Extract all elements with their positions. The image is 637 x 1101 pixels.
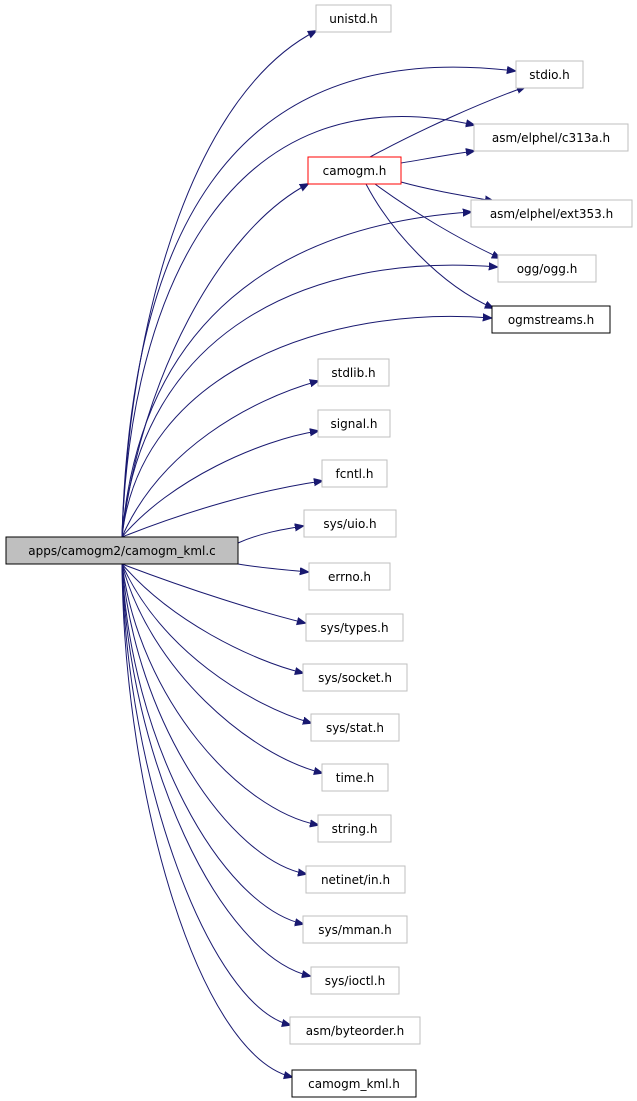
node-label-time: time.h [336,771,375,785]
node-label-systypes: sys/types.h [320,621,388,635]
node-sysioctl[interactable]: sys/ioctl.h [310,966,400,995]
node-label-stdio: stdio.h [529,68,569,82]
edge-camogm-ext353 [400,181,493,201]
edge-root-systypes [121,563,305,623]
node-label-sysuio: sys/uio.h [323,517,376,531]
edge-root-stdio [121,67,515,538]
node-syssocket[interactable]: sys/socket.h [302,663,408,692]
node-netinet[interactable]: netinet/in.h [305,865,406,894]
node-camogm[interactable]: camogm.h [307,156,402,185]
node-label-sysioctl: sys/ioctl.h [325,974,385,988]
node-signal[interactable]: signal.h [317,409,391,438]
node-sysstat[interactable]: sys/stat.h [310,713,400,742]
node-label-stdlib: stdlib.h [331,366,375,380]
node-label-netinet: netinet/in.h [321,873,390,887]
edges [121,31,525,1077]
edge-camogm-stdio [369,87,525,158]
edge-root-c313a [121,115,474,538]
edge-camogm-ogg [374,183,500,258]
edge-root-sysioctl [121,563,310,976]
node-stdlib[interactable]: stdlib.h [317,358,390,387]
node-label-camogmkml: camogm_kml.h [308,1077,400,1091]
edge-camogm-ogmstreams [365,183,493,308]
node-errno[interactable]: errno.h [308,562,391,591]
node-time[interactable]: time.h [321,763,389,792]
node-ogg[interactable]: ogg/ogg.h [497,254,597,283]
node-label-errno: errno.h [328,570,371,584]
node-root[interactable]: apps/camogm2/camogm_kml.c [5,536,239,565]
node-label-camogm: camogm.h [323,164,387,178]
edge-root-string [121,563,318,825]
edge-root-signal [121,431,318,538]
edge-root-time [121,563,322,773]
edge-root-sysstat [121,563,311,723]
node-camogmkml[interactable]: camogm_kml.h [291,1069,417,1098]
edge-root-camogmkml [121,563,292,1077]
node-label-byteorder: asm/byteorder.h [306,1024,404,1038]
node-label-ext353: asm/elphel/ext353.h [490,207,613,221]
node-c313a[interactable]: asm/elphel/c313a.h [473,123,629,152]
edge-root-unistd [121,31,316,538]
edge-root-byteorder [121,563,290,1025]
node-stdio[interactable]: stdio.h [515,60,584,89]
node-ogmstreams[interactable]: ogmstreams.h [491,305,611,334]
edge-root-camogm [121,184,308,538]
edge-root-ext353 [121,212,471,538]
edge-root-syssocket [121,563,303,673]
edge-root-ogg [121,265,497,538]
edge-root-sysmman [121,563,303,924]
edge-root-ogmstreams [121,316,491,538]
edge-root-netinet [121,563,306,874]
node-label-string: string.h [332,822,378,836]
node-unistd[interactable]: unistd.h [315,4,392,33]
node-label-root: apps/camogm2/camogm_kml.c [28,544,216,558]
edge-root-stdlib [121,381,318,538]
node-systypes[interactable]: sys/types.h [305,613,404,642]
edge-camogm-c313a [400,151,474,164]
node-byteorder[interactable]: asm/byteorder.h [289,1016,421,1045]
node-fcntl[interactable]: fcntl.h [321,459,388,488]
node-label-syssocket: sys/socket.h [318,671,392,685]
node-sysuio[interactable]: sys/uio.h [303,509,397,538]
node-label-unistd: unistd.h [329,12,378,26]
node-string[interactable]: string.h [317,814,392,843]
edge-root-sysuio [237,526,303,544]
node-label-signal: signal.h [331,417,378,431]
node-sysmman[interactable]: sys/mman.h [302,915,408,944]
node-label-sysstat: sys/stat.h [326,721,384,735]
edge-root-errno [237,563,308,572]
node-label-fcntl: fcntl.h [336,467,374,481]
node-label-ogmstreams: ogmstreams.h [508,313,594,327]
node-label-ogg: ogg/ogg.h [517,262,578,276]
node-label-sysmman: sys/mman.h [318,923,391,937]
node-ext353[interactable]: asm/elphel/ext353.h [470,199,633,228]
node-label-c313a: asm/elphel/c313a.h [492,131,610,145]
edge-root-fcntl [121,481,322,538]
